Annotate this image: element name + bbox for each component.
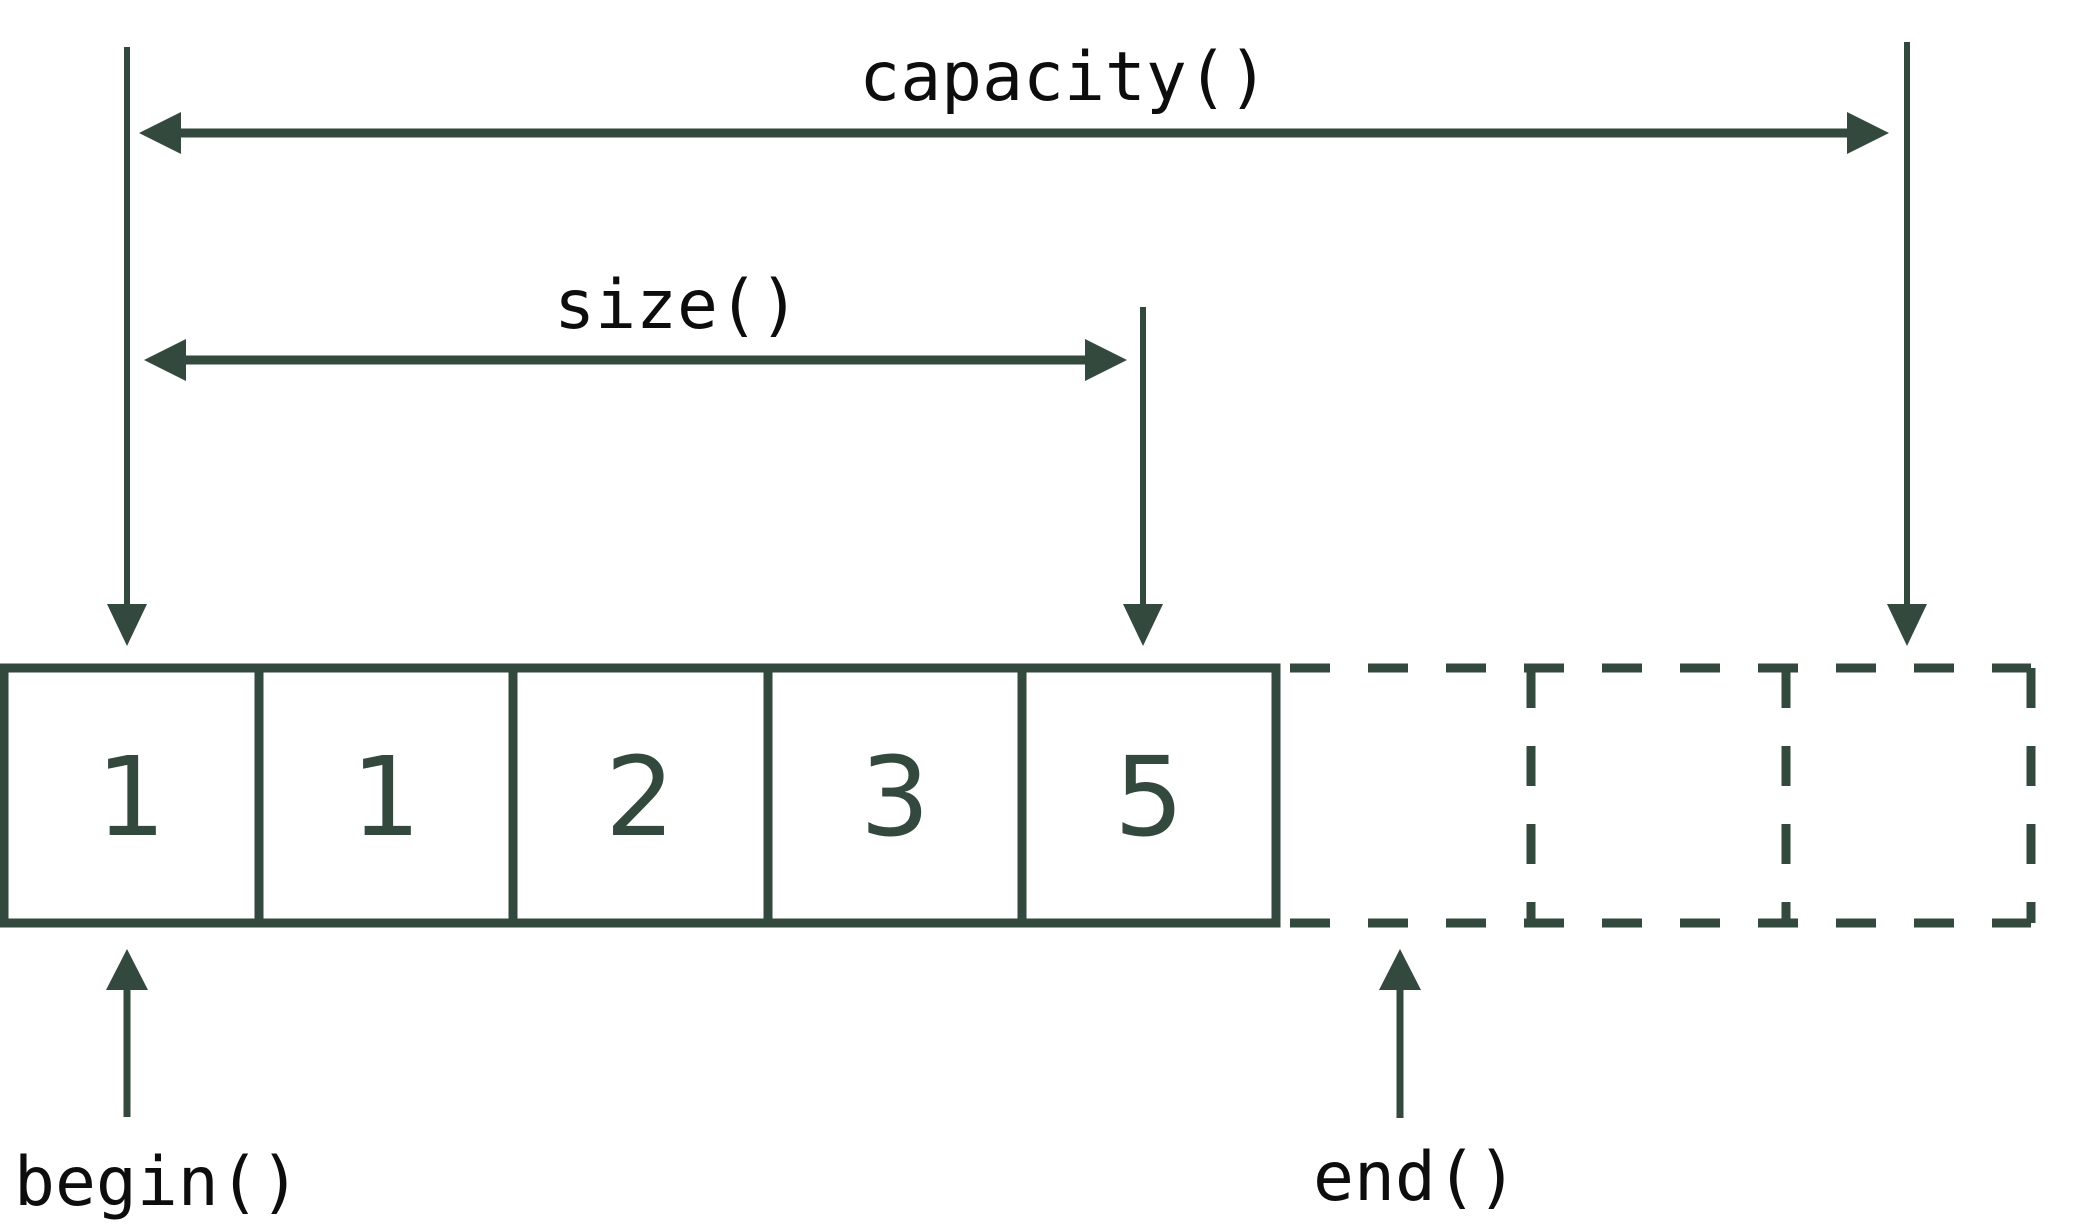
vector-array: 1 1 2 3 5 [0, 663, 2036, 928]
cell-value: 5 [1114, 733, 1184, 861]
capacity-arrow-left-head-icon [139, 112, 181, 154]
end-label: end() [1313, 1138, 1518, 1217]
array-unused-capacity [1290, 663, 2036, 928]
cell-value: 1 [96, 733, 166, 861]
begin-guide-down-head-icon [107, 604, 147, 646]
end-arrow-up-head-icon [1379, 949, 1421, 990]
size-arrow-right-head-icon [1085, 339, 1127, 381]
capacity-arrow-right-head-icon [1847, 112, 1889, 154]
size-arrow-left-head-icon [144, 339, 186, 381]
cell-value: 1 [351, 733, 421, 861]
size-annotation: size() [144, 266, 1163, 646]
size-label: size() [554, 266, 800, 345]
capacity-annotation: capacity() [107, 38, 1927, 646]
begin-label: begin() [14, 1143, 301, 1222]
size-guide-down-head-icon [1123, 604, 1163, 646]
begin-annotation: begin() [14, 949, 301, 1222]
cell-value: 2 [605, 733, 675, 861]
begin-arrow-up-head-icon [106, 949, 148, 990]
capacity-guide-down-head-icon [1887, 604, 1927, 646]
cell-value: 3 [860, 733, 930, 861]
end-annotation: end() [1313, 949, 1518, 1217]
array-solid-outline [0, 663, 1281, 928]
capacity-label: capacity() [859, 38, 1268, 117]
